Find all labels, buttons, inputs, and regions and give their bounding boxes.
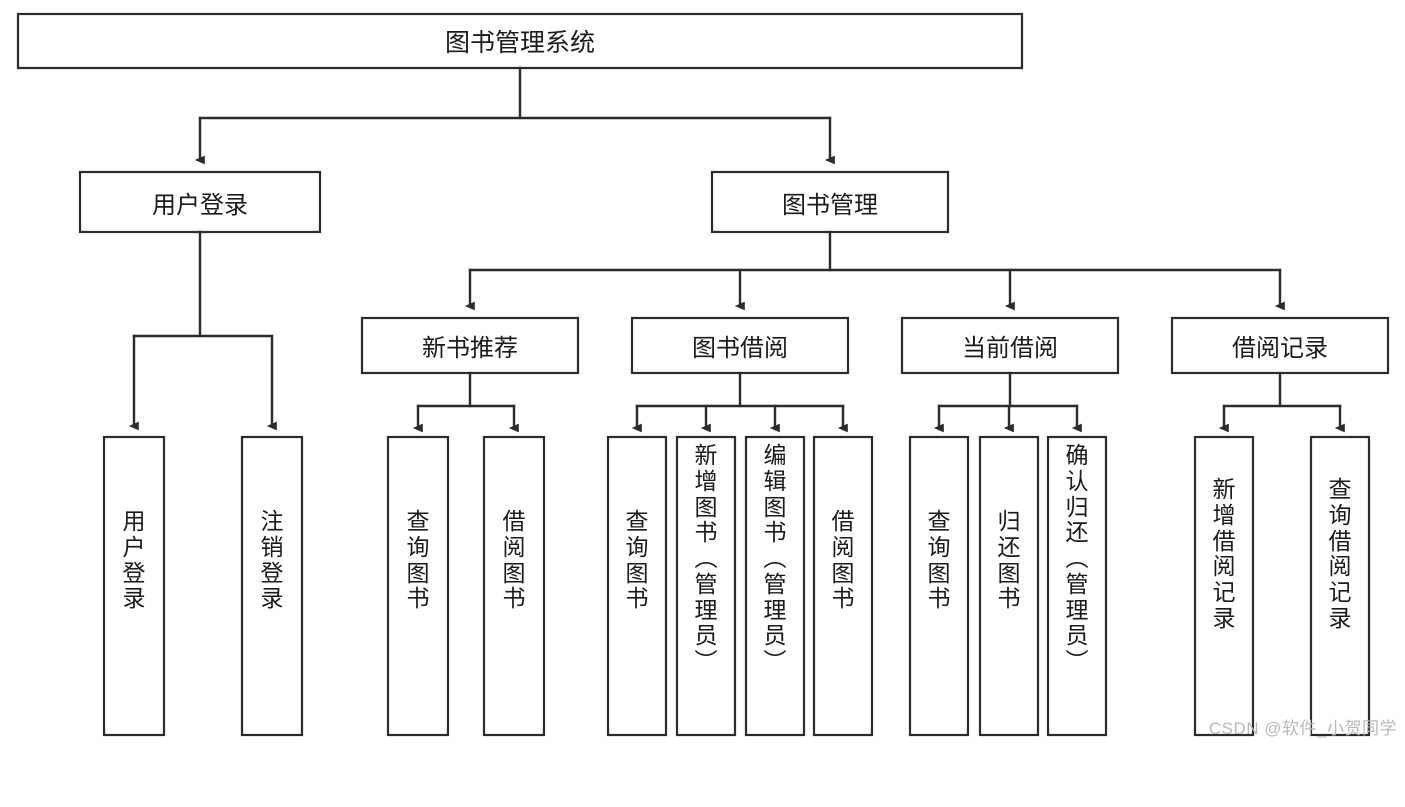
- node-leaf-logout-box[interactable]: [240, 435, 304, 737]
- node-leaf-query-book-2-box[interactable]: [606, 435, 668, 737]
- node-leaf-edit-book-box[interactable]: [744, 435, 806, 737]
- node-current-borrow-box[interactable]: [900, 316, 1120, 375]
- diagram-svg: [16, 12, 1390, 737]
- node-leaf-add-book-box[interactable]: [675, 435, 737, 737]
- node-leaf-return-book-box[interactable]: [978, 435, 1040, 737]
- node-user-login-box[interactable]: [78, 170, 322, 234]
- node-leaf-borrow-book-1-box[interactable]: [482, 435, 546, 737]
- node-borrow-record-box[interactable]: [1170, 316, 1390, 375]
- node-root-box[interactable]: [16, 12, 1024, 70]
- node-leaf-query-record-box[interactable]: [1309, 435, 1371, 737]
- node-leaf-confirm-return-box[interactable]: [1046, 435, 1108, 737]
- node-book-manage-box[interactable]: [710, 170, 950, 234]
- node-leaf-query-book-3-box[interactable]: [908, 435, 970, 737]
- diagram-canvas: 图书管理系统 用户登录 图书管理 新书推荐 图书借阅 当前借阅 借阅记录 用户登…: [16, 12, 1397, 738]
- node-leaf-query-book-1-box[interactable]: [386, 435, 450, 737]
- node-new-book-rec-box[interactable]: [360, 316, 580, 375]
- node-leaf-borrow-book-2-box[interactable]: [812, 435, 874, 737]
- watermark-text: CSDN @软件_小贺同学: [1208, 719, 1397, 738]
- node-leaf-user-login-box[interactable]: [102, 435, 166, 737]
- node-leaf-add-record-box[interactable]: [1193, 435, 1255, 737]
- node-book-borrow-box[interactable]: [630, 316, 850, 375]
